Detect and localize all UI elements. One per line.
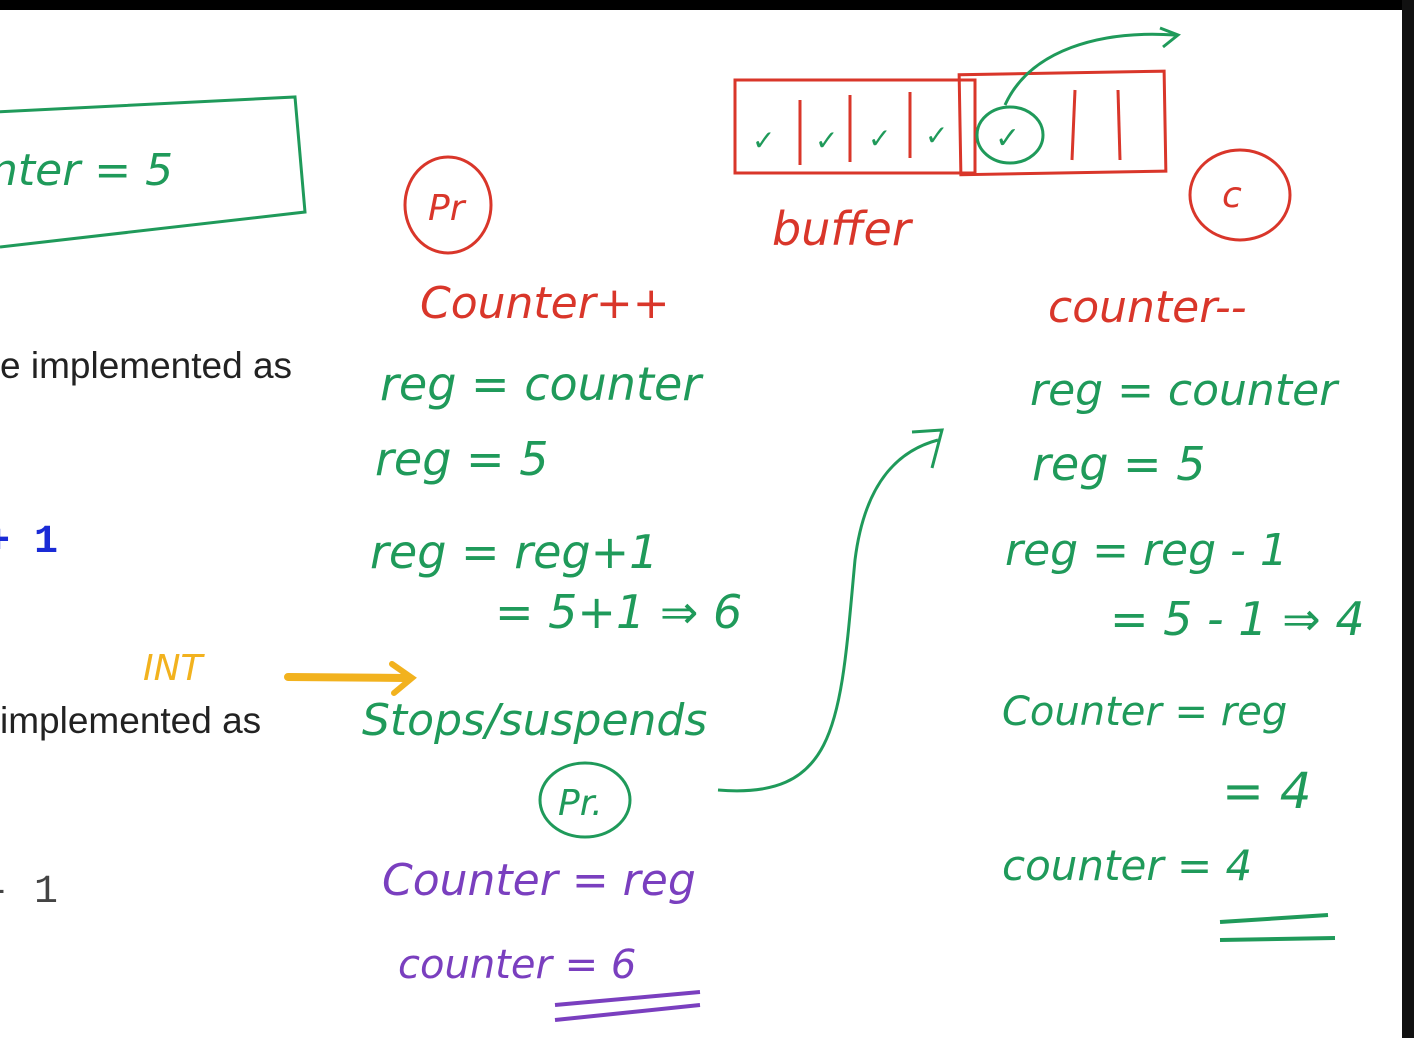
slide-code-decrement: - 1	[0, 870, 59, 915]
slide-text-line-1: e implemented as	[0, 345, 293, 386]
buffer-label: buffer	[772, 202, 914, 256]
context-switch-arrow	[717, 438, 939, 793]
producer-step-1: reg = counter	[380, 357, 704, 411]
buffer-check-1: ✓	[752, 124, 775, 157]
video-top-bar	[0, 0, 1414, 10]
buffer-check-3: ✓	[868, 122, 891, 155]
buffer-diagram: ✓ ✓ ✓ ✓ ✓	[733, 26, 1181, 177]
producer-step-2: reg = 5	[375, 432, 548, 486]
slide-text-line-2: implemented as	[0, 700, 262, 741]
consumer-step-4: = 5 - 1 ⇒ 4	[1110, 592, 1365, 646]
producer-step-5: Counter = reg	[382, 855, 696, 906]
interrupt-label: INT	[143, 648, 206, 689]
consumer-result-underline-2	[1219, 936, 1336, 942]
consumer-circle	[1188, 148, 1292, 242]
producer-suspended-label: Pr.	[558, 783, 603, 824]
producer-suspended-circle	[538, 761, 632, 839]
producer-result-underline-1	[554, 990, 701, 1007]
producer-circle	[403, 155, 493, 255]
interrupt-arrow	[284, 673, 409, 682]
slide-code-increment: + 1	[0, 520, 59, 565]
producer-operation: Counter++	[420, 278, 670, 329]
buffer-check-2: ✓	[815, 124, 838, 157]
consumer-operation: counter--	[1048, 282, 1247, 333]
counter-box	[0, 95, 307, 249]
counter-box-text: nter = 5	[0, 145, 173, 196]
producer-result-underline-2	[554, 1003, 701, 1022]
consumer-step-1: reg = counter	[1030, 365, 1340, 416]
video-right-edge	[1402, 0, 1414, 1038]
consumer-step-3: reg = reg - 1	[1005, 525, 1288, 576]
producer-step-3: reg = reg+1	[370, 525, 658, 579]
consumer-result-underline-1	[1219, 913, 1329, 924]
consumer-step-5: Counter = reg	[1002, 689, 1287, 735]
consumer-step-2: reg = 5	[1032, 437, 1205, 491]
stops-suspends-label: Stops/suspends	[362, 695, 707, 746]
buffer-check-4: ✓	[925, 119, 948, 152]
producer-label: Pr	[428, 188, 467, 229]
consumer-step-6: = 4	[1222, 762, 1312, 820]
consumer-step-7: counter = 4	[1002, 841, 1252, 890]
buffer-check-5: ✓	[995, 121, 1020, 156]
producer-step-4: = 5+1 ⇒ 6	[495, 585, 742, 639]
producer-step-6: counter = 6	[398, 942, 636, 988]
consumer-label: c	[1222, 175, 1242, 216]
